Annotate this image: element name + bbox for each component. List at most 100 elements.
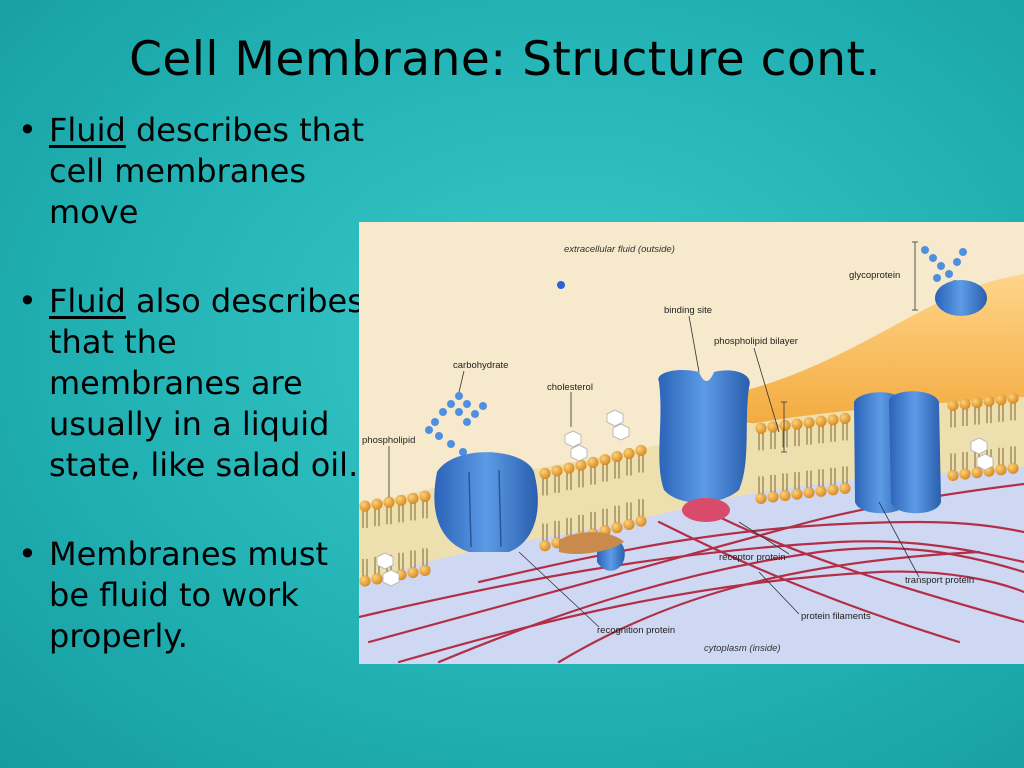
lipid-tail — [626, 458, 632, 476]
lipid-head — [563, 462, 575, 474]
cell-membrane-diagram: extracellular fluid (outside) glycoprote… — [359, 222, 1024, 664]
lipid-head — [371, 573, 383, 585]
lipid-tail — [770, 474, 776, 492]
label-extracellular: extracellular fluid (outside) — [564, 244, 675, 255]
lipid-tail — [614, 461, 620, 479]
lipid-tail — [758, 476, 764, 494]
glycoprotein-body — [935, 280, 987, 316]
lipid-tail — [638, 455, 644, 473]
lipid-head — [971, 467, 983, 479]
lipid-tail — [830, 467, 836, 485]
lipid-head — [791, 418, 803, 430]
lipid-tail — [566, 473, 572, 491]
lipid-head — [983, 395, 995, 407]
lipid-head — [791, 488, 803, 500]
label-protein-filaments: protein filaments — [801, 611, 871, 622]
lipid-tail — [842, 466, 848, 484]
lipid-tail — [818, 469, 824, 487]
label-cholesterol: cholesterol — [547, 382, 593, 393]
bullet-list: • Fluid describes that cell membranes mo… — [14, 110, 374, 657]
lipid-tail — [578, 514, 584, 532]
recognition-protein — [434, 452, 538, 552]
lipid-head — [755, 492, 767, 505]
lipid-head — [407, 566, 419, 579]
lipid-tail — [806, 470, 812, 488]
lipid-tail — [374, 509, 380, 527]
bullet-text: also describes that the membranes are us… — [49, 282, 364, 484]
lipid-head — [575, 459, 587, 471]
bullet-term: Fluid — [49, 282, 126, 320]
lipid-tail — [794, 472, 800, 490]
lipid-head — [971, 397, 983, 409]
lipid-tail — [614, 505, 620, 523]
bullet-text: Membranes must be fluid to work properly… — [49, 535, 329, 655]
lipid-tail — [590, 511, 596, 529]
lipid-tail — [578, 470, 584, 488]
lipid-tail — [1010, 403, 1016, 421]
lipid-tail — [542, 523, 548, 541]
protein-filaments — [359, 482, 1024, 664]
slide-title: Cell Membrane: Structure cont. — [129, 32, 881, 87]
lipid-tail — [602, 464, 608, 482]
bullet-marker: • — [18, 282, 37, 320]
lipid-head — [623, 447, 635, 460]
lipid-head — [755, 422, 767, 435]
lipid-head — [995, 394, 1007, 406]
lipid-tail — [422, 548, 428, 566]
lipid-head — [1007, 462, 1019, 474]
lipid-tail — [398, 552, 404, 570]
lipid-head — [947, 399, 959, 412]
lipid-tail — [806, 427, 812, 445]
lipid-tail — [398, 505, 404, 523]
lipid-head — [827, 414, 839, 426]
lipid-head — [767, 421, 779, 433]
lipid-tail — [818, 426, 824, 444]
bullet-marker: • — [18, 111, 37, 149]
lipid-head — [959, 468, 971, 480]
label-recognition-protein: recognition protein — [597, 625, 675, 636]
lipid-tail — [794, 429, 800, 447]
bullet-marker: • — [18, 535, 37, 573]
label-phospholipid-bilayer: phospholipid bilayer — [714, 336, 798, 347]
lipid-tail — [590, 467, 596, 485]
lipid-head — [611, 450, 623, 463]
lipid-tail — [626, 502, 632, 520]
bullet-item: • Membranes must be fluid to work proper… — [14, 534, 374, 657]
label-carbohydrate: carbohydrate — [453, 360, 508, 371]
lipid-head — [611, 522, 623, 534]
lipid-head — [419, 490, 431, 502]
lipid-tail — [770, 431, 776, 449]
lipid-head — [1007, 392, 1019, 404]
lipid-tail — [842, 423, 848, 441]
lipid-tail — [638, 499, 644, 517]
lipid-tail — [602, 508, 608, 526]
lipid-head — [587, 456, 599, 469]
membrane-illustration: extracellular fluid (outside) glycoprote… — [359, 222, 1024, 664]
label-transport-protein: transport protein — [905, 575, 974, 586]
lipid-head — [635, 444, 647, 457]
lipid-tail — [362, 558, 368, 576]
lipid-tail — [410, 503, 416, 521]
lipid-tail — [998, 447, 1004, 465]
lipid-head — [779, 419, 791, 432]
label-binding-site: binding site — [664, 305, 712, 316]
molecule-dot — [557, 281, 565, 289]
lipid-head — [395, 494, 407, 506]
lipid-head — [839, 482, 851, 494]
lipid-tail — [998, 404, 1004, 422]
label-cytoplasm: cytoplasm (inside) — [704, 643, 781, 654]
lipid-tail — [386, 507, 392, 525]
lipid-head — [803, 487, 815, 499]
label-glycoprotein: glycoprotein — [849, 270, 900, 281]
lipid-head — [635, 515, 647, 527]
lipid-tail — [950, 453, 956, 471]
lipid-head — [359, 500, 371, 512]
lipid-head — [959, 398, 971, 410]
cytoplasm-region — [359, 457, 1024, 664]
lipid-tail — [830, 424, 836, 442]
lipid-head — [803, 417, 815, 429]
lipid-head — [359, 575, 371, 587]
lipid-tail — [1010, 446, 1016, 464]
lipid-tail — [410, 550, 416, 568]
lipid-tail — [542, 478, 548, 496]
